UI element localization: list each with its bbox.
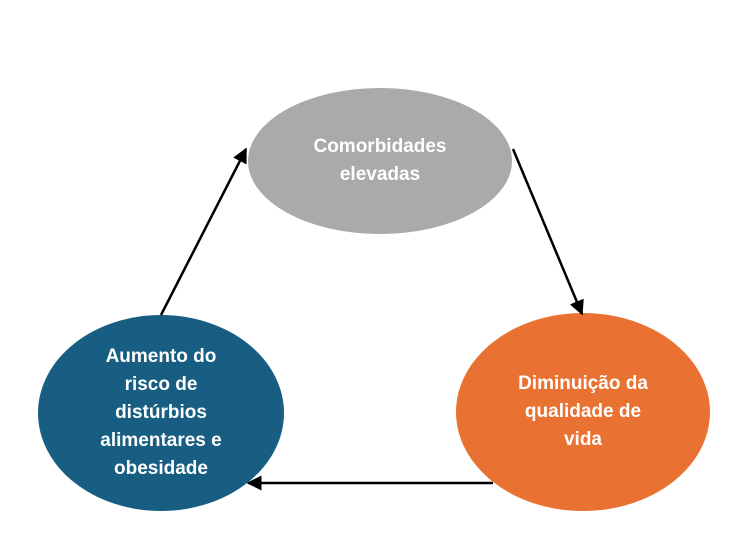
node-top — [248, 88, 512, 234]
arrow-top-to-right — [511, 148, 584, 316]
arrow-left-to-top — [159, 147, 248, 316]
node-right — [456, 313, 710, 511]
node-left — [38, 315, 284, 511]
